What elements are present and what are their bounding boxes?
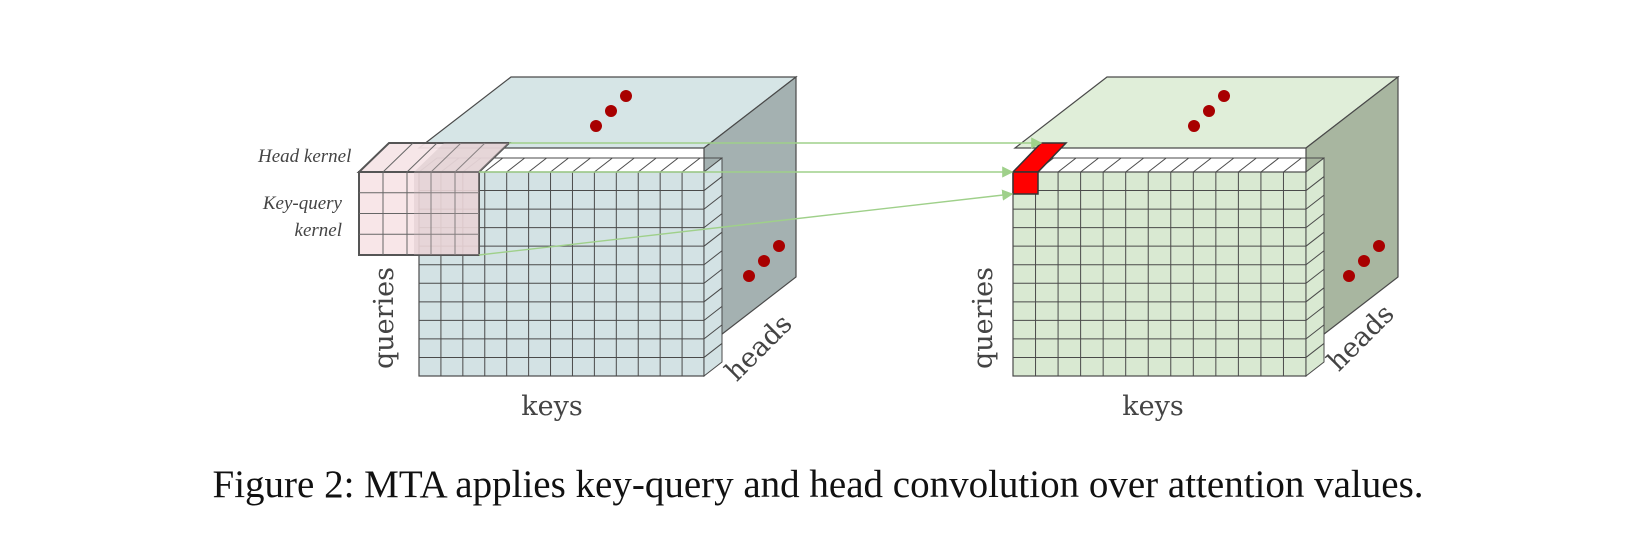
grid-depth-line bbox=[1215, 157, 1235, 173]
depth-slice-line bbox=[703, 250, 723, 266]
figure-caption: Figure 2: MTA applies key-query and head… bbox=[212, 463, 1424, 506]
kernel-grid-line bbox=[454, 142, 486, 173]
ellipsis-dot bbox=[1358, 255, 1370, 267]
right-keys-axis-label: keys bbox=[1122, 391, 1183, 422]
output-attention-cube: keys queries heads bbox=[968, 75, 1400, 422]
left-keys-axis-label: keys bbox=[521, 391, 582, 422]
kernel-to-output-arrows bbox=[478, 137, 1043, 256]
ellipsis-dot bbox=[620, 90, 632, 102]
depth-slice-line bbox=[1305, 194, 1325, 210]
depth-slice-line bbox=[703, 194, 723, 210]
depth-slice-line bbox=[1305, 231, 1325, 247]
depth-slice-line bbox=[1305, 305, 1325, 321]
grid-depth-line bbox=[550, 157, 569, 173]
depth-slice-line bbox=[703, 176, 723, 191]
arrow-bottom bbox=[478, 189, 1014, 256]
depth-slice-line bbox=[1305, 250, 1325, 266]
grid-depth-line bbox=[1125, 157, 1144, 173]
grid-depth-line bbox=[1283, 157, 1302, 173]
kernel-head-slice bbox=[414, 143, 509, 172]
depth-slice-line bbox=[703, 343, 723, 358]
heads-ellipsis-icon bbox=[590, 90, 632, 132]
ellipsis-dot bbox=[1373, 240, 1385, 252]
depth-slice-line bbox=[1305, 287, 1325, 303]
grid-depth-line bbox=[1102, 157, 1122, 173]
depth-slice-line bbox=[703, 305, 723, 321]
depth-slice-line bbox=[1305, 324, 1325, 340]
grid-depth-line bbox=[1057, 157, 1077, 173]
grid-depth-line bbox=[659, 157, 679, 173]
key-query-kernel-label-line2: kernel bbox=[295, 220, 342, 241]
ellipsis-dot bbox=[590, 120, 602, 132]
depth-slice bbox=[1305, 156, 1325, 378]
grid-depth-line bbox=[1170, 157, 1190, 173]
grid-depth-line bbox=[1147, 157, 1167, 173]
grid-depth-line bbox=[1080, 157, 1099, 173]
input-cube-depth-slices bbox=[703, 156, 723, 378]
ellipsis-dot bbox=[1218, 90, 1230, 102]
mta-diagram: Head kernel Key-query kernel keys querie… bbox=[257, 75, 1400, 422]
depth-ellipsis-icon bbox=[1343, 240, 1385, 282]
kernel-head-slice-front bbox=[414, 172, 479, 255]
grid-depth-line bbox=[594, 157, 613, 173]
grid-depth-line bbox=[506, 157, 525, 173]
depth-slice-line bbox=[1305, 343, 1325, 358]
ellipsis-dot bbox=[743, 270, 755, 282]
right-queries-axis-label: queries bbox=[968, 267, 999, 369]
ellipsis-dot bbox=[1343, 270, 1355, 282]
convolution-kernel bbox=[356, 142, 512, 256]
grid-depth-line bbox=[1238, 157, 1257, 173]
kernel-grid-line bbox=[382, 142, 414, 173]
grid-depth-line bbox=[1193, 157, 1212, 173]
depth-slice-line bbox=[703, 231, 723, 247]
grid-depth-line bbox=[681, 157, 701, 173]
grid-depth-line bbox=[616, 157, 635, 173]
ellipsis-dot bbox=[1203, 105, 1215, 117]
key-query-kernel-label-line1: Key-query bbox=[262, 193, 343, 214]
head-kernel-label: Head kernel bbox=[257, 146, 351, 167]
left-queries-axis-label: queries bbox=[369, 267, 400, 369]
depth-slice-line bbox=[1305, 268, 1325, 284]
depth-slice-line bbox=[1305, 176, 1325, 191]
heads-ellipsis-icon bbox=[1188, 90, 1230, 132]
grid-depth-line bbox=[572, 157, 591, 173]
depth-slice-line bbox=[703, 268, 723, 284]
depth-slice-line bbox=[1305, 213, 1325, 229]
front-grid-background bbox=[1012, 171, 1307, 377]
grid-depth-line bbox=[484, 157, 504, 173]
grid-depth-line bbox=[1260, 157, 1280, 173]
depth-slice-line bbox=[703, 287, 723, 303]
ellipsis-dot bbox=[605, 105, 617, 117]
ellipsis-dot bbox=[758, 255, 770, 267]
output-cube-depth-slices bbox=[1305, 156, 1325, 378]
input-attention-cube: Head kernel Key-query kernel keys querie… bbox=[257, 75, 798, 422]
ellipsis-dot bbox=[1188, 120, 1200, 132]
grid-depth-line bbox=[528, 157, 547, 173]
depth-slice-line bbox=[703, 324, 723, 340]
depth-slice bbox=[703, 156, 723, 378]
kernel-grid-line bbox=[430, 142, 462, 173]
output-cube-front-face bbox=[1012, 157, 1325, 377]
depth-slice-line bbox=[703, 213, 723, 229]
ellipsis-dot bbox=[773, 240, 785, 252]
output-cell-highlight-front bbox=[1012, 171, 1039, 195]
kernel-grid-line bbox=[406, 142, 438, 173]
grid-depth-line bbox=[637, 157, 657, 173]
depth-ellipsis-icon bbox=[743, 240, 785, 282]
